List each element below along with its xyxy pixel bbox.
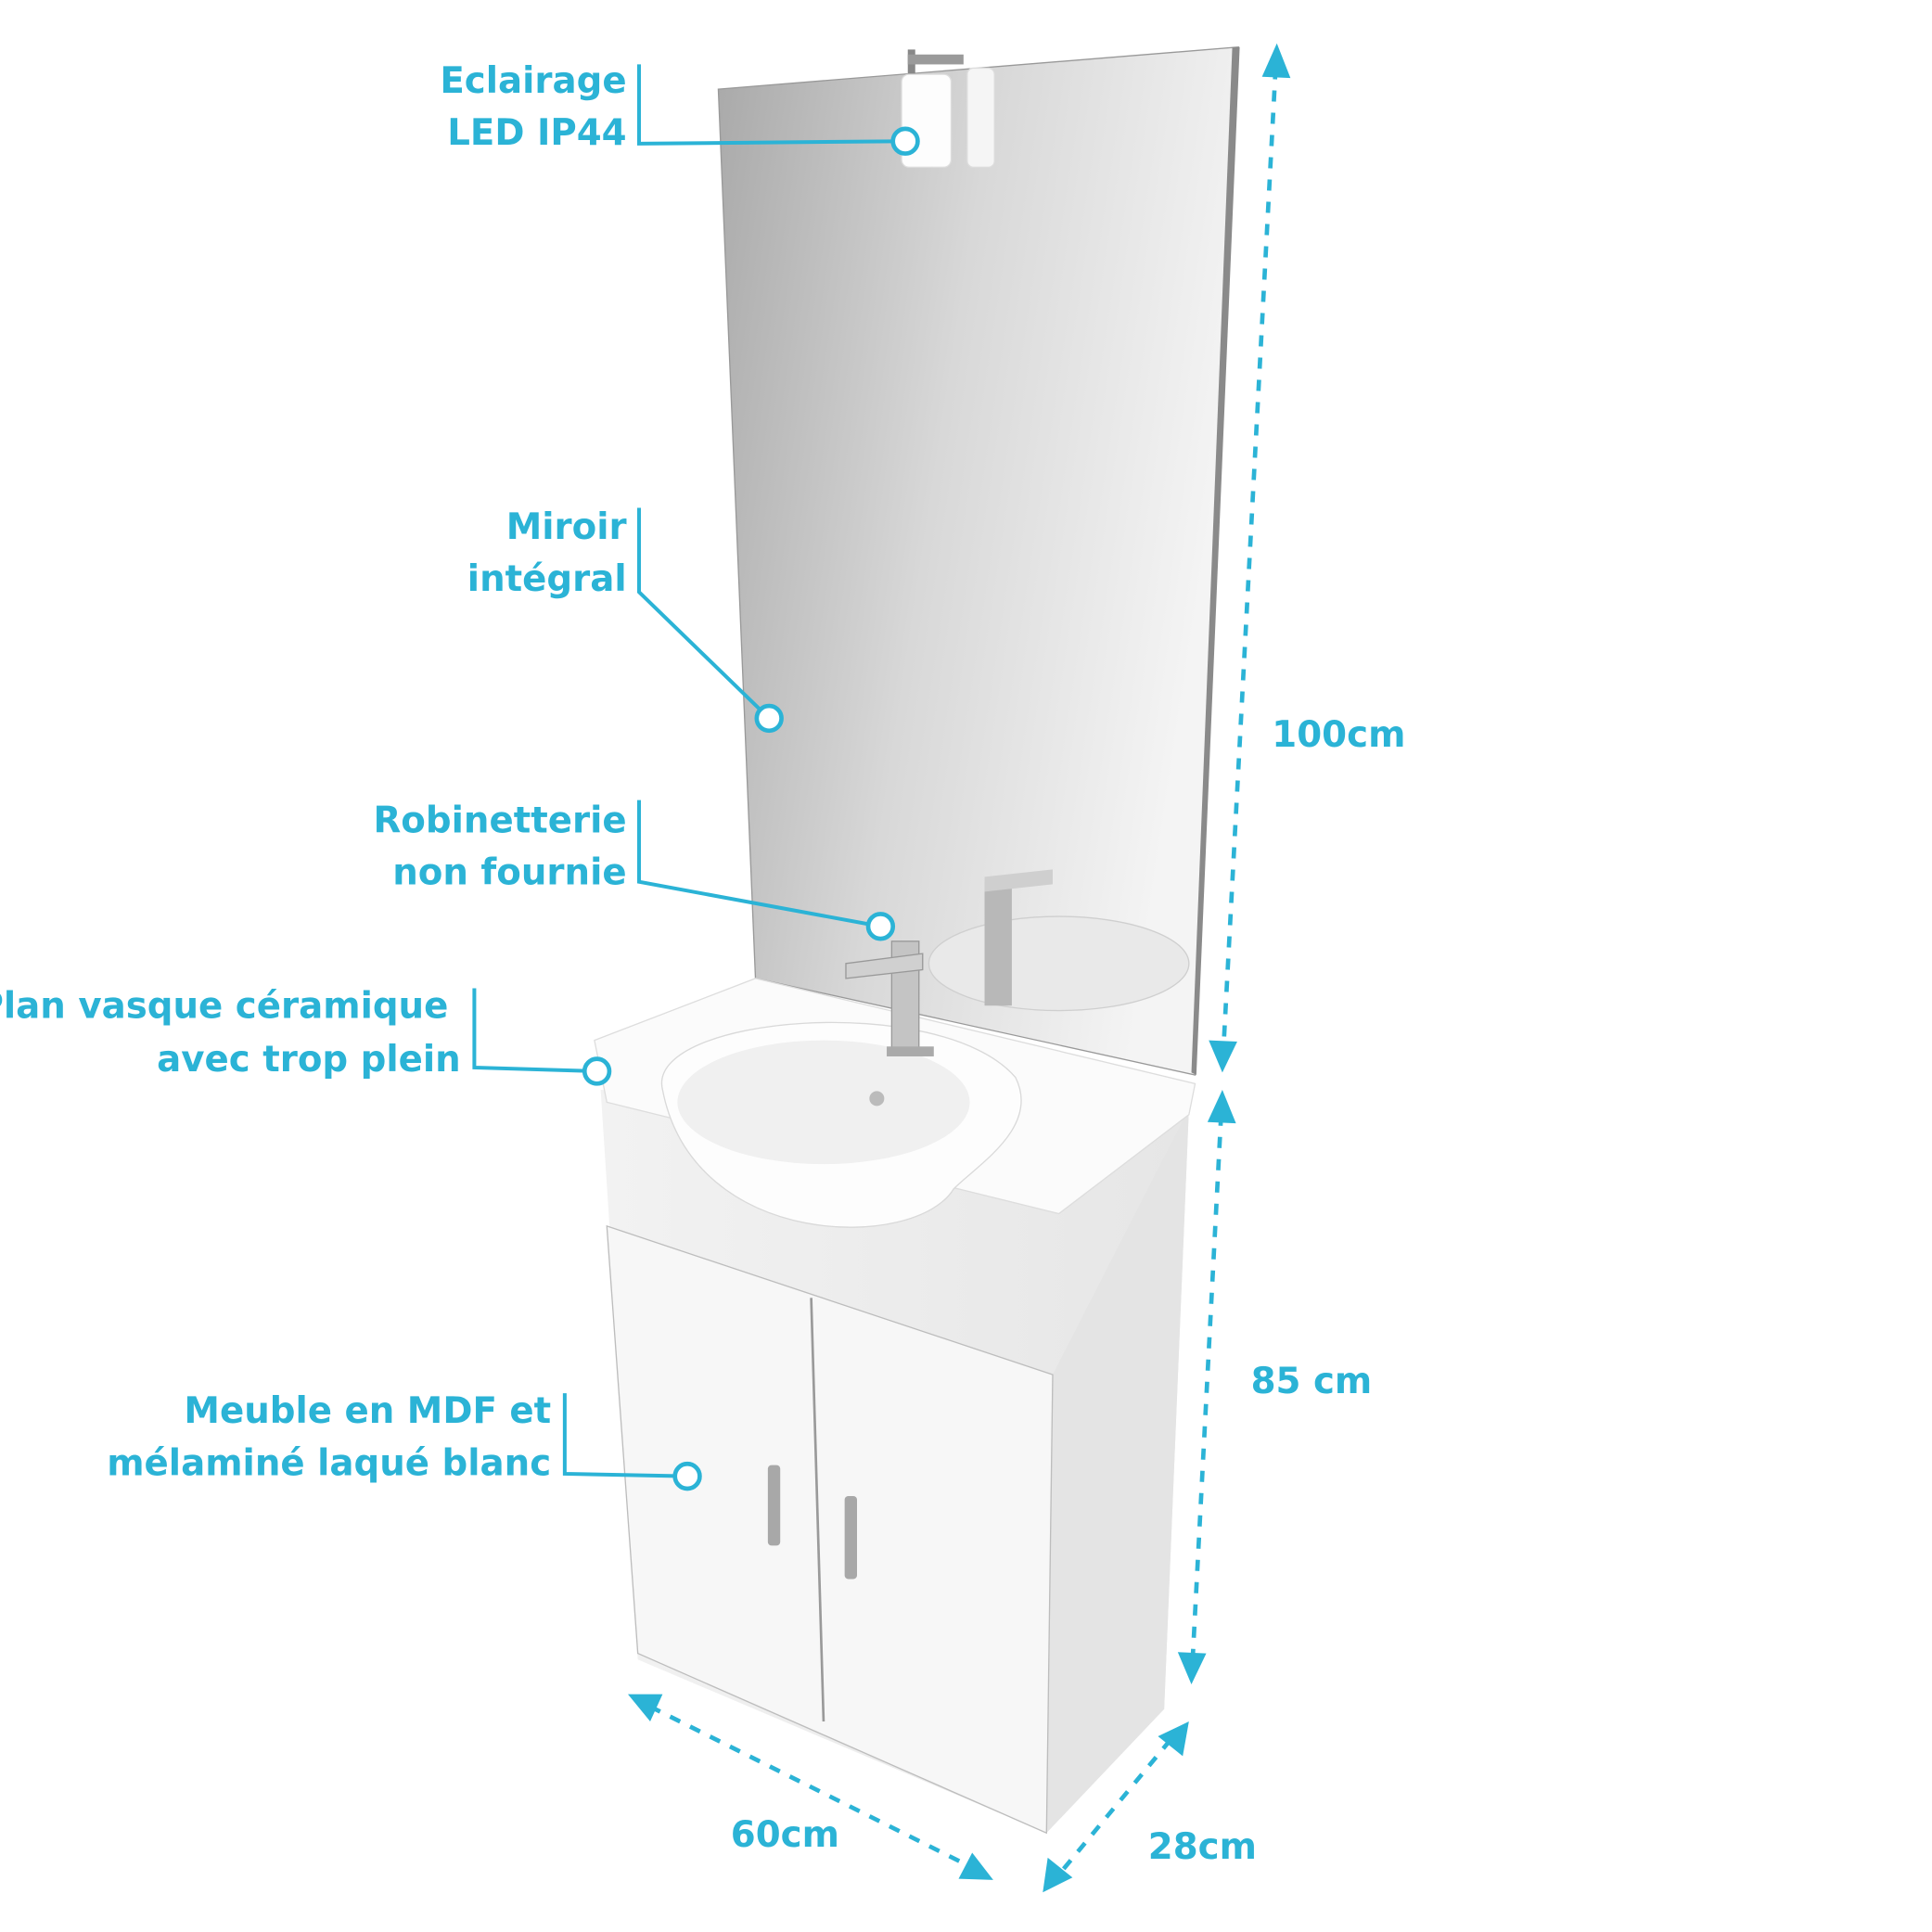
callout-faucet-line2: non fournie (392, 851, 626, 893)
callout-mirror-line1: Miroir (506, 506, 627, 548)
dimension-depth: 28cm (1043, 1721, 1257, 1893)
callout-mirror-line2: intégral (467, 558, 627, 600)
callout-lighting-line2: LED IP44 (447, 112, 626, 154)
door-handle-right[interactable] (844, 1495, 857, 1580)
callout-lighting: Eclairage LED IP44 (440, 60, 920, 156)
dimension-mirror-height: 100cm (1209, 43, 1405, 1073)
mirror (717, 46, 1240, 1076)
callout-faucet-line1: Robinetterie (373, 800, 626, 841)
led-light (901, 49, 995, 168)
faucet (845, 940, 934, 1056)
callout-basin: Plan vasque céramique avec trop plein (0, 986, 612, 1086)
callout-cabinet-line1: Meuble en MDF et (184, 1390, 551, 1432)
callout-basin-line1: Plan vasque céramique (0, 986, 448, 1028)
callout-cabinet-line2: mélaminé laqué blanc (107, 1442, 551, 1484)
door-handle-left[interactable] (767, 1465, 781, 1546)
callout-mirror: Miroir intégral (467, 506, 784, 734)
dimension-depth-label: 28cm (1148, 1826, 1257, 1868)
ceramic-basin (594, 978, 1196, 1228)
dimension-width: 60cm (627, 1694, 993, 1880)
dimension-width-label: 60cm (731, 1814, 839, 1856)
callout-basin-line2: avec trop plein (157, 1039, 461, 1081)
dimension-cabinet-height-label: 85 cm (1251, 1361, 1373, 1402)
callout-lighting-line1: Eclairage (440, 60, 626, 102)
callout-faucet: Robinetterie non fournie (373, 800, 896, 941)
cabinet (600, 1090, 1189, 1835)
dimension-cabinet-height: 85 cm (1177, 1090, 1373, 1684)
callout-cabinet: Meuble en MDF et mélaminé laqué blanc (107, 1390, 702, 1491)
faucet-reflection (984, 869, 1053, 1006)
dimension-mirror-height-label: 100cm (1272, 714, 1405, 756)
